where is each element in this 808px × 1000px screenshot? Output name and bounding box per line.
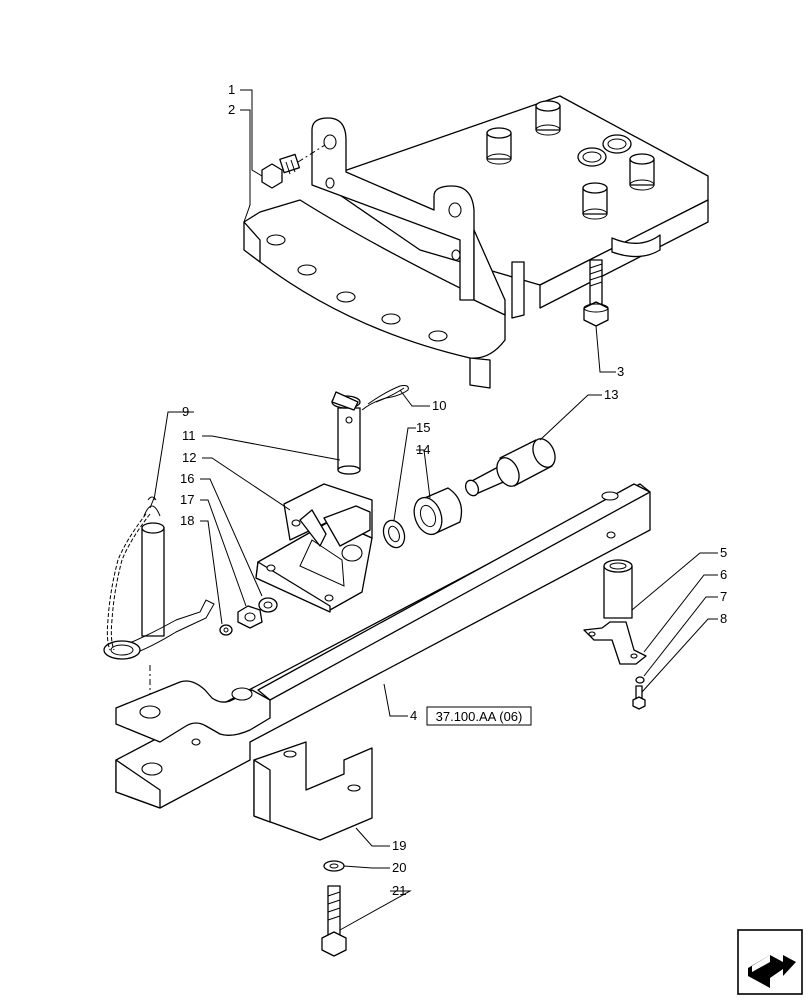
- lynch-pin-with-chain: [103, 496, 215, 705]
- sleeve: [603, 559, 633, 619]
- small-washer: [635, 676, 645, 684]
- callout-3: 3: [617, 364, 624, 379]
- hitch-block: [255, 483, 373, 613]
- washer: [258, 597, 278, 613]
- lock-washer: [323, 860, 345, 872]
- callout-20: 20: [392, 860, 406, 875]
- r-clip: [361, 385, 409, 411]
- callout-16: 16: [180, 471, 194, 486]
- plate-stud: [486, 127, 512, 165]
- reference-box[interactable]: 37.100.AA (06): [426, 706, 532, 726]
- spacer-ring: [382, 519, 406, 549]
- leader-lines: [153, 89, 718, 931]
- clamp-block: [253, 741, 373, 841]
- mounting-bracket: [243, 95, 709, 389]
- callout-11: 11: [182, 428, 196, 443]
- small-screw: [632, 685, 646, 710]
- bracket-bolt: [261, 144, 326, 189]
- plate-stud: [582, 182, 608, 220]
- callout-5: 5: [720, 545, 727, 560]
- callout-13: 13: [604, 387, 618, 402]
- callout-2: 2: [228, 102, 235, 117]
- retaining-plate: [583, 621, 647, 665]
- callout-19: 19: [392, 838, 406, 853]
- drawbar: [115, 483, 651, 809]
- callout-21: 21: [392, 883, 406, 898]
- next-page-arrow-icon[interactable]: [737, 929, 803, 995]
- callout-8: 8: [720, 611, 727, 626]
- bushing: [413, 487, 463, 536]
- callout-17: 17: [180, 492, 194, 507]
- shaft: [464, 438, 556, 497]
- callout-18: 18: [180, 513, 194, 528]
- small-nut: [219, 624, 233, 636]
- lock-nut: [237, 605, 263, 629]
- callout-12: 12: [182, 450, 196, 465]
- callout-7: 7: [720, 589, 727, 604]
- callout-14: 14: [416, 442, 430, 457]
- callout-9: 9: [182, 404, 189, 419]
- callout-6: 6: [720, 567, 727, 582]
- plate-stud: [629, 153, 655, 191]
- callout-4: 4: [410, 708, 417, 723]
- clevis-pin: [331, 391, 361, 475]
- plate-bolt: [583, 259, 609, 327]
- callout-labels: 1 2 3 4 5 6 7 8 9 10 11 12 13 14 15 16 1…: [180, 82, 727, 898]
- bottom-bolt: [321, 885, 347, 957]
- plate-stud: [535, 100, 561, 136]
- callout-15: 15: [416, 420, 430, 435]
- reference-box-label: 37.100.AA (06): [436, 709, 523, 724]
- callout-1: 1: [228, 82, 235, 97]
- callout-10: 10: [432, 398, 446, 413]
